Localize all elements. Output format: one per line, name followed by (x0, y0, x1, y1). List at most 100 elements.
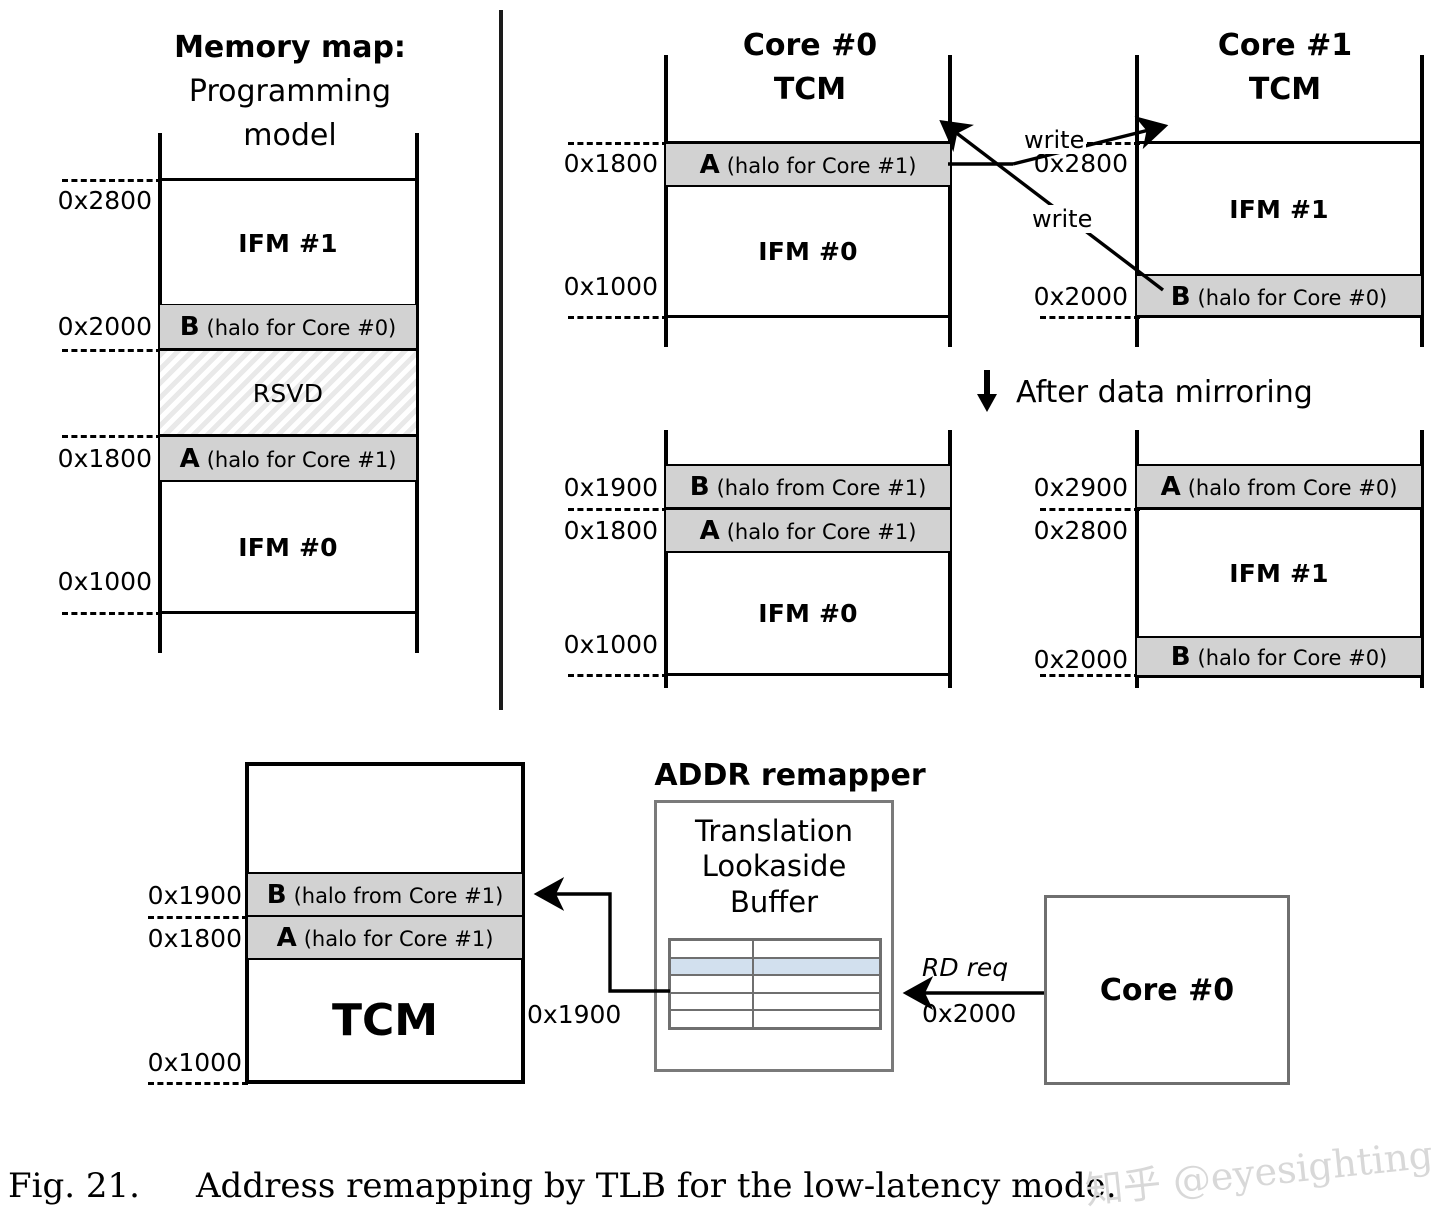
tlb-title-line2: Lookaside (701, 849, 847, 884)
core1-after-segment-ifm1-label: IFM #1 (1229, 559, 1329, 588)
memory-map-guide-1000 (62, 612, 162, 615)
memory-map-title-line1: Memory map: (174, 30, 406, 65)
core0-after-addr-1800: 0x1800 (563, 516, 658, 545)
core1-after-segment-a-text: A (halo from Core #0) (1161, 472, 1398, 502)
memory-map-segment-rsvd-label: RSVD (252, 378, 324, 408)
remap-output-arrow (533, 877, 670, 993)
core1-after-segment-b-text: B (halo for Core #0) (1171, 642, 1388, 672)
tlb-title: Translation Lookaside Buffer (654, 814, 894, 920)
core0-after-left-rail (664, 430, 668, 688)
tcm-bottom-addr-1900: 0x1900 (147, 881, 242, 910)
figure-caption-number: Fig. 21. (8, 1166, 140, 1206)
tlb-cell-key (671, 958, 755, 975)
memory-map-addr-1000: 0x1000 (57, 567, 152, 596)
memory-map-segment-ifm1: IFM #1 (160, 181, 416, 305)
tlb-table[interactable] (668, 938, 882, 1030)
tlb-cell-value (754, 959, 879, 975)
core1-before-segment-ifm1-label: IFM #1 (1229, 195, 1329, 224)
core0-after-sep-b-a (664, 507, 952, 510)
core1-before-segment-ifm1: IFM #1 (1137, 144, 1421, 275)
core0-after-right-rail (948, 430, 952, 688)
core1-before-sep-ifm1-b (1137, 274, 1421, 276)
core1-before-right-rail (1420, 55, 1424, 347)
tlb-cell-value (754, 1011, 879, 1027)
core0-after-sep-a-ifm0 (666, 551, 950, 553)
tcm-bottom-guide-1800 (148, 916, 248, 919)
core0-after-guide-1800 (568, 508, 668, 511)
tcm-bottom-segment-tcm: TCM (248, 960, 522, 1080)
tlb-cell-value (754, 976, 879, 992)
tcm-bottom-sep-top (248, 872, 522, 874)
write-arrows (939, 116, 1169, 292)
core1-before-addr-2000: 0x2000 (1033, 282, 1128, 311)
core0-after-segment-ifm0-label: IFM #0 (758, 598, 858, 628)
tcm-bottom-guide-1000 (148, 1082, 248, 1085)
core1-after-guide-2800 (1040, 508, 1140, 511)
core1-after-segment-a-tag: A (1160, 472, 1181, 502)
core1-after-addr-2000: 0x2000 (1033, 645, 1128, 674)
core1-before-bottom-border (1135, 315, 1423, 318)
tlb-table-row[interactable] (671, 1011, 879, 1027)
core0-after-addr-1000: 0x1000 (563, 630, 658, 659)
tcm-bottom-sep-a-tcm (248, 958, 522, 960)
addr-remapper-title: ADDR remapper (654, 758, 926, 793)
memory-map-title-line3: model (243, 118, 337, 153)
core1-before-title-line1: Core #1 (1217, 28, 1353, 63)
core1-before-top-border (1135, 141, 1423, 144)
core1-after-left-rail (1135, 430, 1139, 688)
tlb-table-row[interactable] (671, 993, 879, 1012)
memory-map-sep-a-ifm0 (160, 480, 416, 482)
tlb-title-line3: Buffer (729, 884, 819, 919)
core1-before-title-line2: TCM (1248, 72, 1322, 107)
core1-after-guide-2000 (1040, 674, 1140, 677)
tcm-bottom-segment-tcm-label: TCM (331, 994, 439, 1046)
memory-map-title-line2: Programming (188, 74, 392, 109)
watermark: 知乎 @eyesighting (1082, 1132, 1435, 1213)
tcm-bottom-segment-b: B (halo from Core #1) (248, 874, 522, 916)
core0-before-right-rail (948, 55, 952, 347)
tlb-table-row[interactable] (671, 958, 879, 977)
memory-map-addr-2000: 0x2000 (57, 312, 152, 341)
core0-before-segment-a-text: A (halo for Core #1) (700, 150, 917, 180)
core0-after-top-border (666, 464, 950, 466)
tlb-cell-key (671, 941, 755, 957)
core1-after-top-border (1137, 464, 1421, 466)
core0-before-segment-ifm0: IFM #0 (666, 187, 950, 315)
core0-after-segment-a-text: A (halo for Core #1) (700, 516, 917, 546)
core1-after-segment-a: A (halo from Core #0) (1137, 466, 1421, 508)
write-label-lower: write (1030, 205, 1095, 233)
tlb-title-line1: Translation (694, 814, 853, 848)
memory-map-sep-b-rsvd (158, 348, 419, 351)
memory-map-top-border (158, 178, 419, 181)
core0-after-segment-a-tag: A (699, 516, 720, 546)
read-request-arrow (902, 976, 1044, 1010)
remap-output-addr: 0x1900 (527, 1000, 622, 1029)
memory-map-segment-b-label: (halo for Core #0) (206, 316, 397, 340)
core0-block[interactable]: Core #0 (1044, 895, 1290, 1085)
tcm-bottom-segment-b-label: (halo from Core #1) (293, 884, 504, 908)
core0-before-addr-1800: 0x1800 (563, 149, 658, 178)
memory-map-guide-2800 (62, 179, 162, 182)
tlb-cell-value (754, 941, 879, 957)
memory-map-segment-b: B (halo for Core #0) (160, 305, 416, 349)
core0-after-segment-b: B (halo from Core #1) (666, 466, 950, 508)
tcm-bottom-addr-1000: 0x1000 (147, 1048, 242, 1077)
tcm-bottom-addr-1800: 0x1800 (147, 924, 242, 953)
core0-before-top-border (664, 141, 952, 144)
tlb-table-row[interactable] (671, 941, 879, 959)
tlb-cell-key (671, 1011, 755, 1027)
core1-before-guide-2000 (1040, 316, 1140, 319)
core0-after-segment-b-label: (halo from Core #1) (716, 476, 927, 500)
memory-map-segment-ifm0-label: IFM #0 (238, 532, 338, 562)
mirroring-note: After data mirroring (1016, 375, 1313, 410)
core1-after-right-rail (1420, 430, 1424, 688)
core1-after-segment-ifm1: IFM #1 (1137, 510, 1421, 637)
tlb-table-row[interactable] (671, 976, 879, 994)
core1-after-sep-ifm1-b (1137, 636, 1421, 638)
memory-map-segment-a: A (halo for Core #1) (160, 437, 416, 481)
core0-before-segment-ifm0-label: IFM #0 (758, 236, 858, 266)
memory-map-guide-2000 (62, 349, 162, 352)
core1-after-addr-2900: 0x2900 (1033, 473, 1128, 502)
tcm-bottom-segment-a-label: (halo for Core #1) (303, 927, 494, 951)
core0-before-guide-1800 (568, 142, 668, 145)
